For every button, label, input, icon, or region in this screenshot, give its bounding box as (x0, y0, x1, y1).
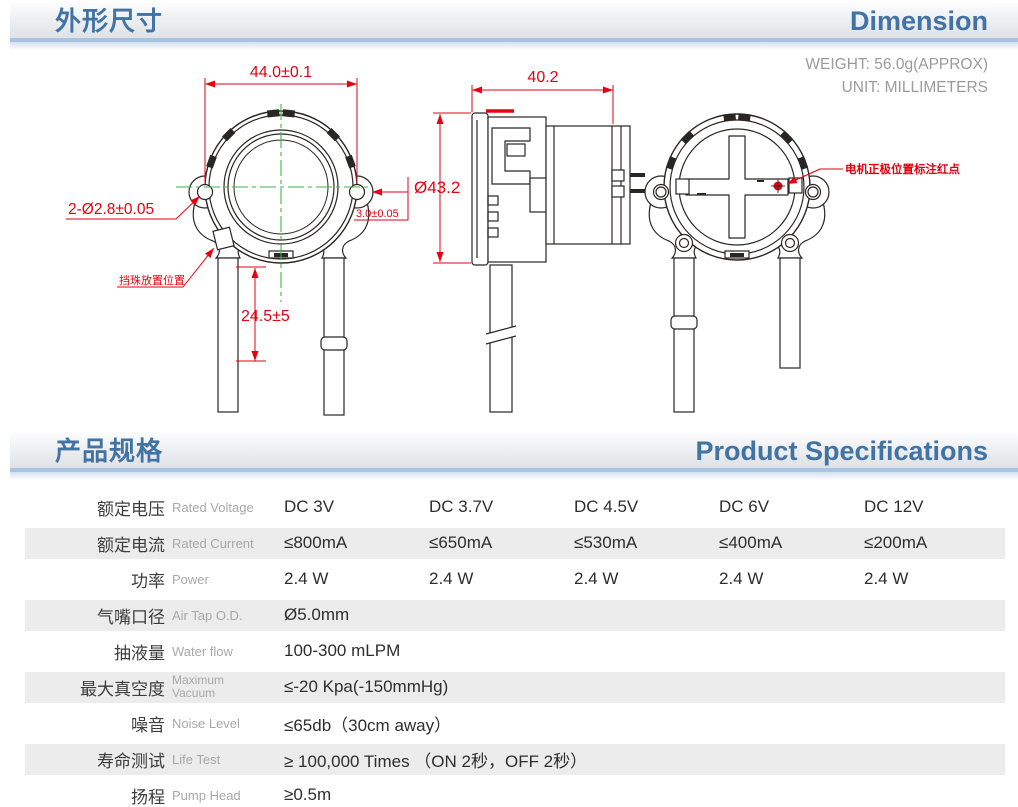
spec-row: 寿命测试 Life Test ≥ 100,000 Times （ON 2秒，OFF … (0, 741, 1018, 777)
spec-value: DC 6V (719, 497, 770, 516)
spec-row: 噪音 Noise Level ≤65db（30cm away） (0, 705, 1018, 741)
side-view-dimensions (433, 85, 614, 264)
specs-section-header: 产品规格 Product Specifications (10, 433, 1018, 480)
spec-label-en: Rated Voltage (172, 499, 254, 515)
dim-body-depth: 40.2 (527, 69, 558, 86)
spec-label-en: Rated Current (172, 535, 254, 551)
specs-title-cn: 产品规格 (55, 436, 164, 466)
bead-position-note: 挡珠放置位置 (119, 273, 185, 287)
motor-polarity-note: 电机正极位置标注红点 (845, 162, 960, 176)
spec-value: ≤200mA (864, 533, 928, 552)
spec-row: 额定电压 Rated Voltage DC 3V DC 3.7V DC 4.5V DC 6… (0, 489, 1018, 525)
spec-value: 2.4 W (864, 569, 909, 588)
rear-view (644, 113, 830, 413)
spec-label-cn: 扬程 (131, 787, 165, 807)
spec-value: ≤650mA (429, 533, 493, 552)
spec-table: 额定电压 Rated Voltage DC 3V DC 3.7V DC 4.5V DC 6… (0, 489, 1018, 807)
spec-row: 抽液量 Water flow 100-300 mLPM (0, 633, 1018, 669)
spec-value: 2.4 W (284, 569, 329, 588)
spec-label-en: Pump Head (172, 787, 241, 803)
dim-mount-holes: 2-Ø2.8±0.05 (68, 201, 154, 218)
dim-tube-length: 24.5±5 (241, 308, 290, 325)
spec-label-cn: 功率 (131, 571, 165, 591)
spec-value: ≥0.5m (284, 785, 332, 804)
rear-view-annotations (771, 168, 843, 193)
spec-label-en: Air Tap O.D. (172, 607, 243, 623)
spec-label-cn: 气嘴口径 (97, 607, 165, 627)
dimension-section-header: 外形尺寸 Dimension (10, 3, 1018, 50)
spec-label-cn: 额定电流 (97, 535, 165, 555)
spec-label-cn: 最大真空度 (80, 679, 165, 699)
spec-label-en: Life Test (172, 751, 221, 767)
spec-label-cn: 寿命测试 (97, 751, 165, 771)
spec-label-en: Water flow (172, 643, 233, 659)
spec-value: 2.4 W (719, 569, 764, 588)
spec-label-en: Maximum Vacuum (172, 673, 225, 700)
spec-row: 气嘴口径 Air Tap O.D. Ø5.0mm (0, 597, 1018, 633)
spec-label-cn: 抽液量 (114, 643, 165, 663)
dim-body-diameter: Ø43.2 (414, 178, 460, 197)
spec-label-cn: 额定电压 (97, 499, 165, 519)
spec-row: 功率 Power 2.4 W 2.4 W 2.4 W 2.4 W 2.4 W (0, 561, 1018, 597)
spec-value: ≥ 100,000 Times （ON 2秒，OFF 2秒） (284, 751, 588, 771)
dimension-title-en: Dimension (849, 6, 988, 36)
spec-value: DC 12V (864, 497, 924, 516)
spec-value: ≤800mA (284, 533, 348, 552)
weight-label: WEIGHT: 56.0g(APPROX) (805, 56, 988, 73)
spec-value: ≤-20 Kpa(-150mmHg) (284, 677, 449, 696)
spec-row: 额定电流 Rated Current ≤800mA ≤650mA ≤530mA ≤400m… (0, 525, 1018, 561)
spec-label-cn: 噪音 (131, 715, 165, 735)
spec-value: DC 4.5V (574, 497, 639, 516)
specs-title-en: Product Specifications (695, 436, 988, 466)
front-view-dimensions (66, 78, 409, 362)
spec-value: ≤400mA (719, 533, 783, 552)
spec-value: 100-300 mLPM (284, 641, 401, 660)
centerlines (176, 104, 372, 302)
dim-hole-edge-offset: 3.0±0.05 (356, 208, 399, 220)
weight-unit-note: WEIGHT: 56.0g(APPROX) UNIT: MILLIMETERS (805, 53, 988, 99)
spec-value: Ø5.0mm (284, 605, 350, 624)
side-view (471, 112, 645, 413)
spec-value: ≤65db（30cm away） (284, 715, 452, 735)
spec-label-en: Noise Level (172, 715, 240, 731)
spec-label-en: Power (172, 571, 209, 587)
spec-row: 扬程 Pump Head ≥0.5m (0, 777, 1018, 807)
technical-drawing: 44.0±0.1 2-Ø2.8±0.05 3.0±0.05 挡珠放置位置 24.… (66, 64, 960, 416)
spec-value: DC 3V (284, 497, 335, 516)
spec-value: ≤530mA (574, 533, 638, 552)
spec-value: DC 3.7V (429, 497, 494, 516)
spec-value: 2.4 W (429, 569, 474, 588)
spec-value: 2.4 W (574, 569, 619, 588)
dim-mount-width: 44.0±0.1 (250, 64, 312, 81)
spec-row: 最大真空度 Maximum Vacuum ≤-20 Kpa(-150mmHg) (0, 669, 1018, 705)
unit-label: UNIT: MILLIMETERS (841, 79, 988, 96)
dimension-title-cn: 外形尺寸 (55, 6, 164, 36)
